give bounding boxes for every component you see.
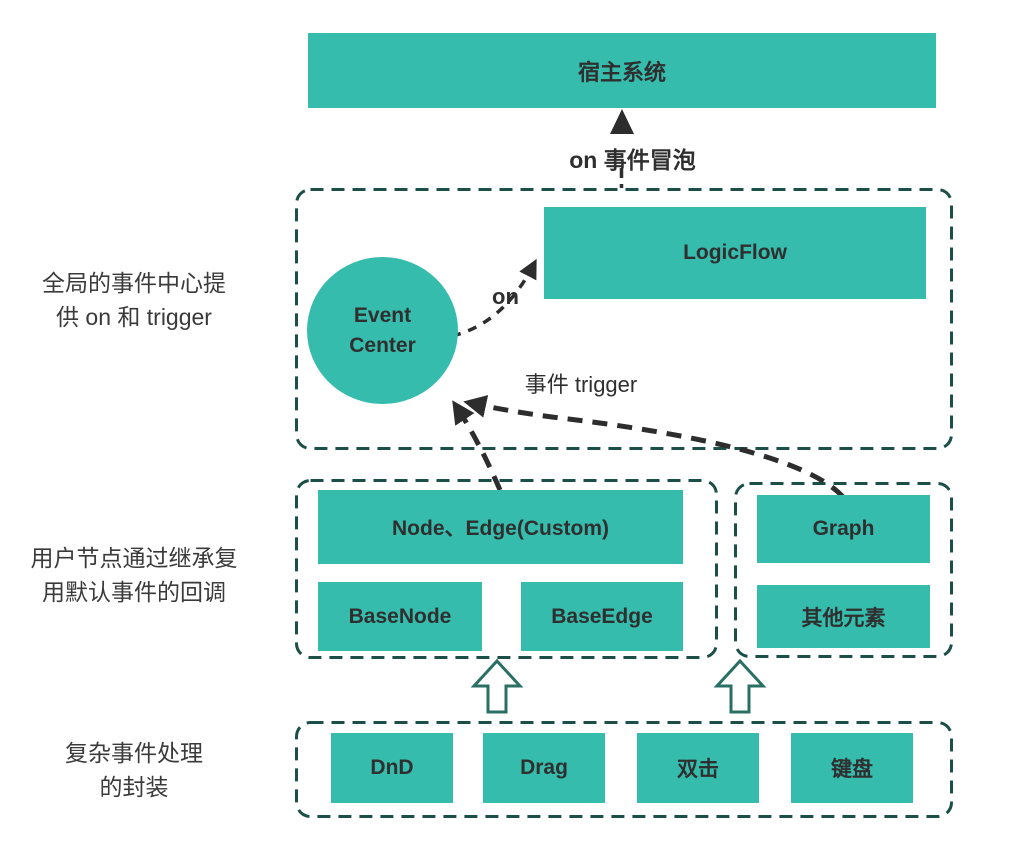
graph-container-border [734,482,953,658]
graph-box: Graph [757,495,930,563]
drag-box: Drag [483,733,605,803]
event-center-circle: Event Center [307,257,458,404]
up-arrow-right-icon [713,658,767,714]
node-edge-custom-box: Node、Edge(Custom) [318,490,683,564]
on-arrow [451,258,537,338]
side-label-event-center-line1: 全局的事件中心提 [42,270,226,296]
keyboard-box: 键盘 [791,733,913,803]
host-system-box: 宿主系统 [308,33,936,108]
event-center-container-border [295,188,953,450]
node-edge-custom-label: Node、Edge(Custom) [392,517,609,540]
other-elements-box: 其他元素 [757,585,930,648]
side-label-event-center-line2: 供 on 和 trigger [56,304,212,330]
side-label-node-line2: 用默认事件的回调 [42,579,226,605]
double-click-label: 双击 [677,758,719,781]
base-edge-box: BaseEdge [521,582,683,651]
base-node-label: BaseNode [348,604,452,628]
dnd-box: DnD [331,733,453,803]
keyboard-label: 键盘 [831,758,873,781]
trigger-arrow-from-node [452,400,503,491]
dnd-label: DnD [370,756,414,779]
trigger-label: 事件 trigger [524,372,638,397]
event-center-line2: Center [349,333,416,357]
side-label-node: 用户节点通过继承复 用默认事件的回调 [15,541,253,609]
bottom-container-border [295,721,953,818]
up-arrow-left-icon [470,658,524,714]
event-center-line1: Event [353,303,412,327]
trigger-arrow-from-graph [463,395,845,499]
event-bubble-label: on 事件冒泡 [569,147,696,173]
other-elements-label: 其他元素 [801,606,886,630]
host-system-label: 宿主系统 [577,59,666,85]
logicflow-box: LogicFlow [544,207,926,299]
logicflow-label: LogicFlow [683,241,787,264]
base-edge-label: BaseEdge [551,604,653,628]
side-label-bottom-line2: 的封装 [99,774,169,800]
drag-label: Drag [520,756,568,779]
side-label-event-center: 全局的事件中心提 供 on 和 trigger [15,266,253,334]
side-label-node-line1: 用户节点通过继承复 [30,545,238,571]
side-label-bottom-line1: 复杂事件处理 [65,740,203,766]
double-click-box: 双击 [637,733,759,803]
on-label: on [492,284,519,309]
side-label-bottom: 复杂事件处理 的封装 [15,736,253,804]
node-container-border [295,479,718,659]
event-bubble-arrowhead-icon [610,109,634,134]
graph-label: Graph [812,517,875,540]
base-node-box: BaseNode [318,582,482,651]
